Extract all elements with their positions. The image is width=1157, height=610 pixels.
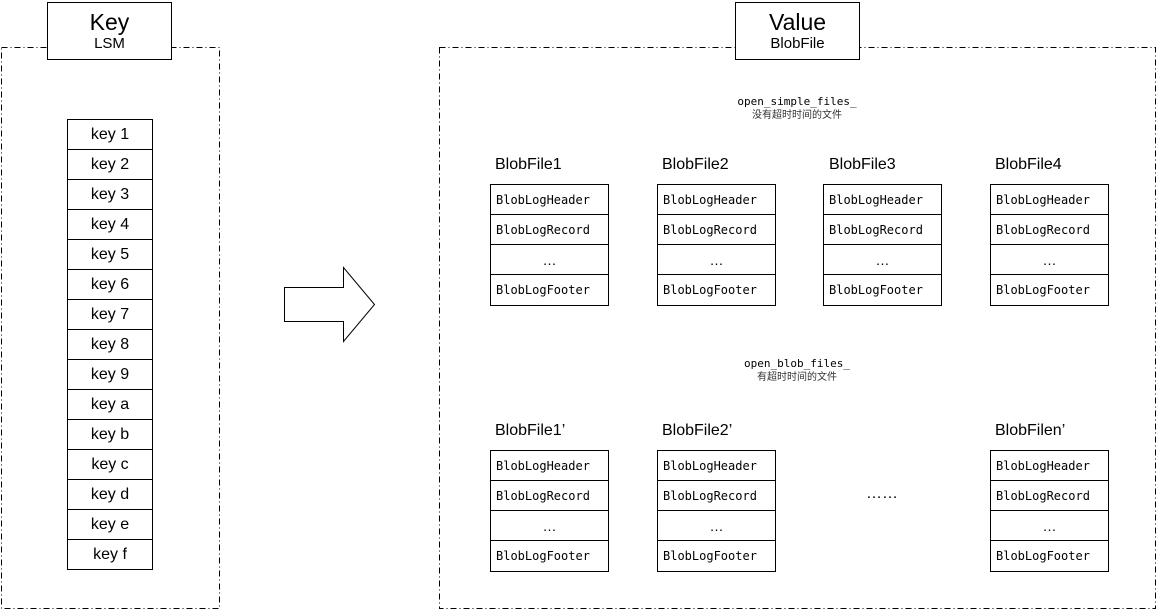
blob-row-header: BlobLogHeader (658, 185, 775, 215)
blob-row-ellipsis: … (658, 245, 775, 275)
blob-row-ellipsis: … (991, 245, 1108, 275)
blob-row-header: BlobLogHeader (991, 451, 1108, 481)
blob-row-record: BlobLogRecord (658, 481, 775, 511)
blob-file-name: BlobFile2 (662, 156, 729, 173)
value-panel-title-box: Value BlobFile (735, 2, 860, 60)
blob-files-note: 有超时时间的文件 (757, 372, 837, 383)
blob-row-record: BlobLogRecord (491, 215, 608, 245)
blob-row-footer: BlobLogFooter (996, 283, 1090, 297)
key-cell: key 9 (67, 359, 153, 390)
blob-file-name: BlobFile4 (995, 156, 1062, 173)
blob-files-name: open_blob_files_ (744, 357, 850, 370)
key-cell: key f (67, 539, 153, 570)
blob-files-label: open_blob_files_ 有超时时间的文件 (677, 356, 917, 385)
key-cell: key e (67, 509, 153, 540)
key-cell: key b (67, 419, 153, 450)
blob-row-ellipsis: … (991, 511, 1108, 541)
blob-file: BlobLogHeader BlobLogRecord … BlobLogFoo… (490, 184, 609, 306)
blob-file: BlobLogHeader BlobLogRecord … BlobLogFoo… (990, 184, 1109, 306)
blob-file: BlobLogHeader BlobLogRecord … BlobLogFoo… (990, 450, 1109, 572)
blob-file-name: BlobFilen’ (995, 422, 1066, 439)
blob-row-ellipsis: … (824, 245, 941, 275)
right-arrow-icon (284, 266, 376, 343)
key-cell: key a (67, 389, 153, 420)
blob-row-record: BlobLogRecord (991, 215, 1108, 245)
blob-row-ellipsis: … (658, 511, 775, 541)
key-panel-title-box: Key LSM (47, 2, 172, 60)
blob-row-header: BlobLogHeader (491, 185, 608, 215)
blob-file-name: BlobFile1 (495, 156, 562, 173)
blob-row-record: BlobLogRecord (658, 215, 775, 245)
simple-files-note: 没有超时时间的文件 (752, 110, 842, 121)
key-cell: key c (67, 449, 153, 480)
blob-row-record: BlobLogRecord (991, 481, 1108, 511)
blob-file-name: BlobFile2’ (662, 422, 733, 439)
blob-row-footer: BlobLogFooter (496, 549, 590, 563)
key-cell: key 1 (67, 119, 153, 150)
key-cell: key 3 (67, 179, 153, 210)
simple-files-name: open_simple_files_ (737, 95, 857, 108)
blob-row-record: BlobLogRecord (491, 481, 608, 511)
value-panel-title: Value (768, 9, 827, 35)
blob-row-record: BlobLogRecord (824, 215, 941, 245)
value-panel-border (439, 47, 1156, 609)
key-cell: key 8 (67, 329, 153, 360)
blob-file-name: BlobFile3 (829, 156, 896, 173)
blob-file: BlobLogHeader BlobLogRecord … BlobLogFoo… (657, 184, 776, 306)
blob-file: BlobLogHeader BlobLogRecord … BlobLogFoo… (823, 184, 942, 306)
simple-files-label: open_simple_files_ 没有超时时间的文件 (677, 94, 917, 123)
blob-row-footer: BlobLogFooter (496, 283, 590, 297)
key-cell: key 2 (67, 149, 153, 180)
blob-row-ellipsis: … (491, 245, 608, 275)
key-cell: key 6 (67, 269, 153, 300)
key-cell: key 4 (67, 209, 153, 240)
blob-file: BlobLogHeader BlobLogRecord … BlobLogFoo… (657, 450, 776, 572)
blob-row-footer: BlobLogFooter (663, 283, 757, 297)
key-panel-subtitle: LSM (94, 35, 125, 52)
blob-row-footer: BlobLogFooter (663, 549, 757, 563)
blob-row-header: BlobLogHeader (491, 451, 608, 481)
blob-row-footer: BlobLogFooter (996, 549, 1090, 563)
blob-row-ellipsis: … (491, 511, 608, 541)
blob-row-header: BlobLogHeader (991, 185, 1108, 215)
key-panel-title: Key (89, 9, 130, 35)
blob-row-header: BlobLogHeader (824, 185, 941, 215)
blob-row-footer: BlobLogFooter (829, 283, 923, 297)
key-cell: key 7 (67, 299, 153, 330)
more-files-ellipsis: …… (866, 485, 898, 502)
blob-row-header: BlobLogHeader (658, 451, 775, 481)
blob-file: BlobLogHeader BlobLogRecord … BlobLogFoo… (490, 450, 609, 572)
value-panel-subtitle: BlobFile (770, 35, 825, 52)
blob-file-name: BlobFile1’ (495, 422, 566, 439)
value-panel (439, 47, 1157, 610)
key-cell: key 5 (67, 239, 153, 270)
key-cell: key d (67, 479, 153, 510)
